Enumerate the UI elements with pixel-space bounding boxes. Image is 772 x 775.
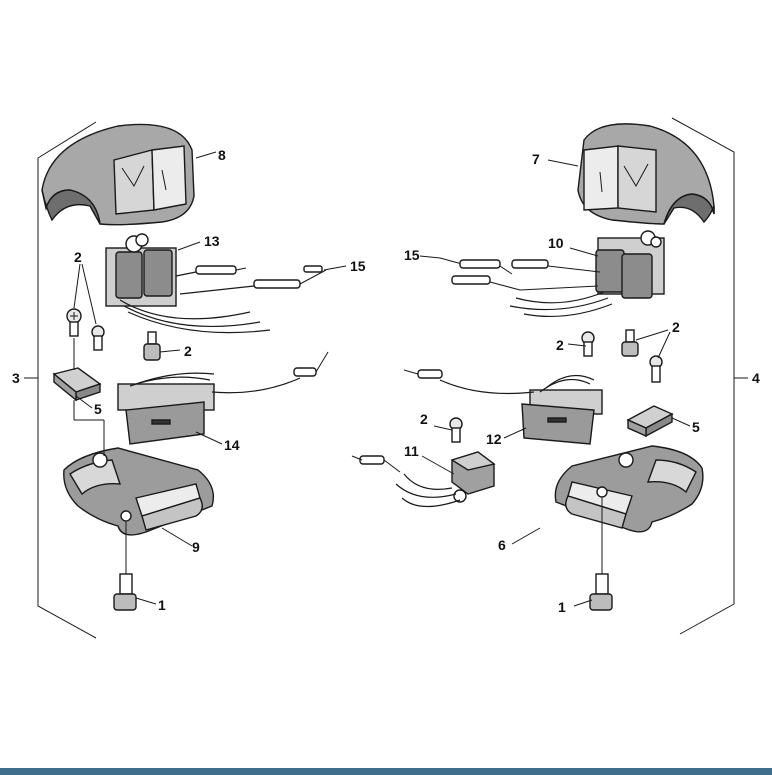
callout-2-right-b: 2 (672, 319, 680, 335)
left-leader-lines (73, 151, 347, 605)
right-lower-switch (403, 369, 603, 445)
right-switch-block (509, 230, 665, 318)
left-lower-housing (63, 447, 215, 536)
callout-1-left: 1 (158, 597, 166, 613)
bottom-edge-bar (0, 768, 772, 775)
left-screw-c (143, 331, 161, 361)
callout-2-left-top: 2 (74, 249, 82, 265)
callout-2-right-a: 2 (556, 337, 564, 353)
callout-13: 13 (204, 233, 220, 249)
left-screw-b (91, 325, 105, 351)
right-upper-cover (577, 123, 715, 225)
callout-6: 6 (498, 537, 506, 553)
right-wire-connectors (439, 257, 601, 291)
callout-8: 8 (218, 147, 226, 163)
right-lower-housing (554, 445, 704, 533)
left-screw-a (66, 308, 82, 337)
center-screw (449, 417, 463, 443)
right-bolt (589, 573, 613, 611)
callout-4: 4 (752, 370, 760, 386)
callout-1-right: 1 (558, 599, 566, 615)
left-clamp (52, 367, 102, 402)
right-clamp (626, 405, 674, 438)
left-switch-block (105, 233, 271, 334)
callout-labels: 8 13 15 2 2 3 5 14 9 1 7 10 15 2 2 4 5 2… (12, 147, 760, 615)
callout-2-center: 2 (420, 411, 428, 427)
callout-5-left: 5 (94, 401, 102, 417)
center-small-switch (351, 451, 496, 508)
right-screw-c (649, 355, 663, 383)
left-wire-connectors (175, 265, 327, 295)
left-lower-switch (117, 351, 329, 445)
right-assembly-bracket (671, 117, 748, 635)
callout-15-right: 15 (404, 247, 420, 263)
callout-10: 10 (548, 235, 564, 251)
callout-2-left-mid: 2 (184, 343, 192, 359)
callout-15-left: 15 (350, 258, 366, 274)
callout-14: 14 (224, 437, 240, 453)
right-screw-b (621, 329, 639, 357)
callout-11: 11 (404, 443, 419, 459)
callout-7: 7 (532, 151, 540, 167)
left-upper-cover (41, 123, 195, 226)
callout-5-right: 5 (692, 419, 700, 435)
callout-3: 3 (12, 370, 20, 386)
left-bolt (113, 573, 137, 611)
left-assembly-bracket (24, 121, 97, 639)
right-leader-lines (419, 159, 691, 607)
callout-12: 12 (486, 431, 502, 447)
callout-9: 9 (192, 539, 200, 555)
right-screw-a (581, 331, 595, 357)
